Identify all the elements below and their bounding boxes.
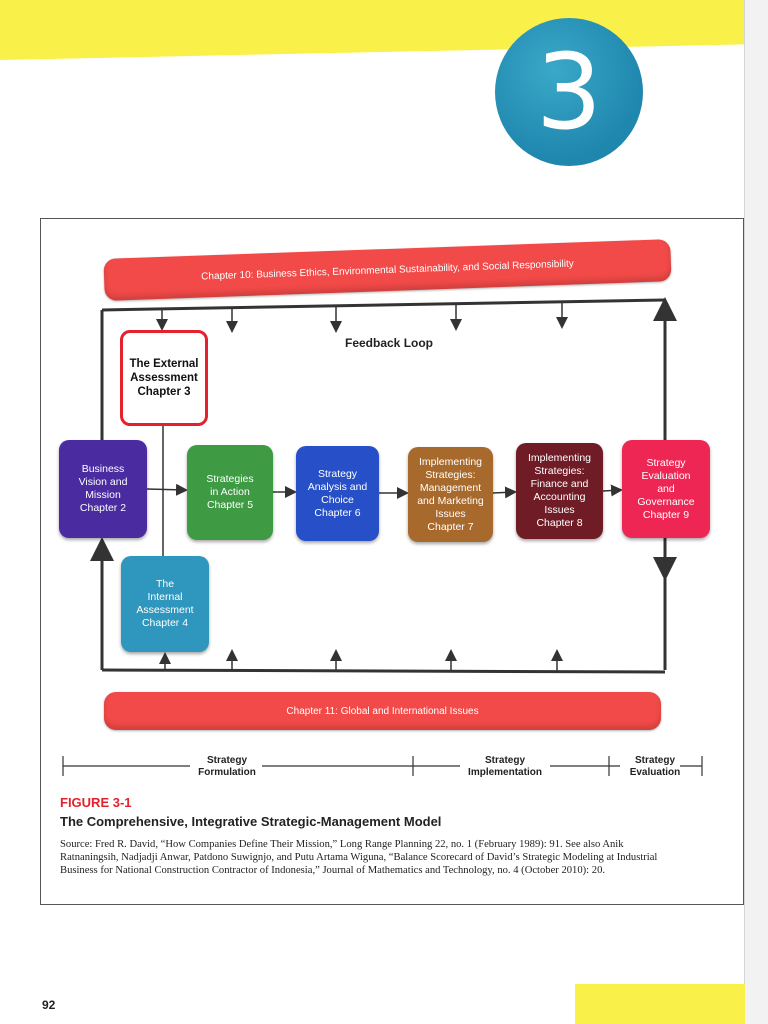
timeline-evaluation-label: Strategy Evaluation [629,755,681,778]
chapter-11-banner: Chapter 11: Global and International Iss… [104,692,661,730]
implementing-management-box: Implementing Strategies: Management and … [408,447,493,542]
timeline-implementation-label: Strategy Implementation [468,755,542,778]
page-number: 92 [42,998,56,1012]
page-edge [744,0,768,1024]
internal-assessment-box: The Internal Assessment Chapter 4 [121,556,209,652]
strategy-evaluation-box: Strategy Evaluation and Governance Chapt… [622,440,710,538]
business-vision-box: Business Vision and Mission Chapter 2 [59,440,147,538]
internal-assessment-label: The Internal Assessment Chapter 4 [136,578,194,629]
feedback-loop-label: Feedback Loop [345,336,434,350]
chapter-number-badge: 3 [495,18,643,166]
implementing-finance-label: Implementing Strategies: Finance and Acc… [527,452,592,529]
chapter-10-banner-text: Chapter 10: Business Ethics, Environment… [201,257,574,283]
strategy-analysis-box: Strategy Analysis and Choice Chapter 6 [296,446,379,541]
business-vision-label: Business Vision and Mission Chapter 2 [78,463,128,514]
figure-source: Source: Fred R. David, “How Companies De… [60,839,658,876]
external-assessment-box: The External Assessment Chapter 3 [120,330,208,426]
external-assessment-label: The External Assessment Chapter 3 [129,358,199,398]
figure-number: FIGURE 3-1 [60,795,132,810]
feedback-loop-bottom-line [101,668,666,674]
chapter-11-banner-text: Chapter 11: Global and International Iss… [286,705,479,717]
bottom-yellow-band [575,984,745,1024]
timeline-bar [62,756,703,776]
figure-title: The Comprehensive, Integrative Strategic… [60,814,442,829]
implementing-management-label: Implementing Strategies: Management and … [417,455,484,533]
figure-frame [40,218,744,905]
strategy-evaluation-label: Strategy Evaluation and Governance Chapt… [637,456,695,521]
top-yellow-band-tail [0,40,60,58]
implementing-finance-box: Implementing Strategies: Finance and Acc… [516,443,603,539]
feedback-loop-top-line [101,298,666,312]
strategies-in-action-box: Strategies in Action Chapter 5 [187,445,273,540]
strategies-in-action-label: Strategies in Action Chapter 5 [206,473,254,511]
strategy-analysis-label: Strategy Analysis and Choice Chapter 6 [307,467,368,519]
timeline-formulation-label: Strategy Formulation [198,755,256,778]
